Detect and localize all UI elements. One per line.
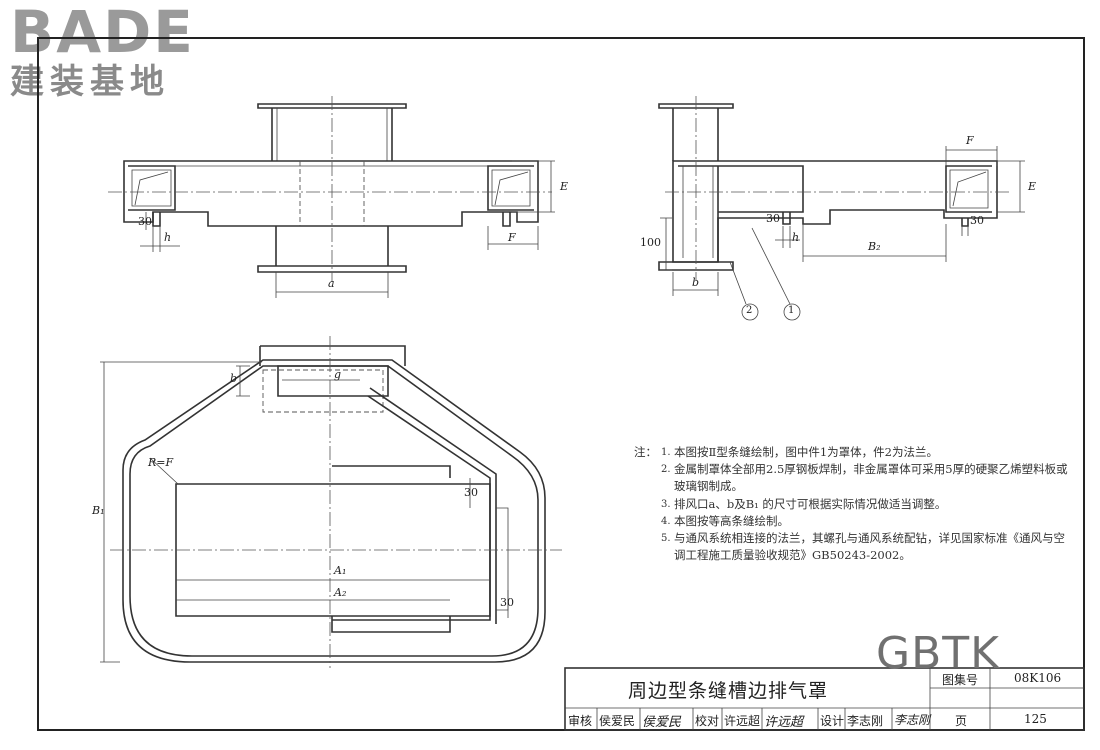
- part-balloon-2: 2: [746, 305, 753, 316]
- label-A2: A₂: [334, 586, 347, 599]
- title-block: [564, 667, 1085, 731]
- label-30-side-a: 30: [766, 212, 780, 225]
- front-hood-body: [123, 160, 539, 227]
- label-30-side-b: 30: [970, 214, 984, 227]
- bade-logo-letters: BADE: [10, 0, 195, 66]
- label-F-side: F: [966, 134, 974, 147]
- designer-signature: 李志刚: [894, 713, 931, 727]
- label-b-side: b: [692, 276, 700, 289]
- label-E-front: E: [560, 180, 569, 193]
- front-view: [108, 96, 555, 298]
- reviewer-signature: 侯爱民: [642, 715, 682, 730]
- plan-outer-outline: [122, 359, 546, 663]
- review-label: 审核: [568, 714, 593, 728]
- note-item: 3.排风口a、b及B₁ 的尺寸可根据实际情况做适当调整。: [661, 496, 947, 511]
- check-label: 校对: [695, 714, 720, 728]
- plan-view: [100, 336, 562, 668]
- part-balloon-1: 1: [788, 305, 795, 316]
- note-item: 5.与通风系统相连接的法兰，其螺孔与通风系统配钻，详见国家标准《通风与空调工程施…: [661, 531, 1065, 563]
- atlas-label: 图集号: [942, 673, 979, 687]
- label-h-front: h: [164, 231, 172, 244]
- label-30-plan-b: 30: [500, 596, 514, 609]
- note-item: 4.本图按等高条缝绘制。: [661, 513, 789, 528]
- label-a: a: [328, 277, 335, 290]
- label-100: 100: [640, 236, 661, 249]
- label-RF: R=F: [148, 456, 174, 469]
- design-label: 设计: [820, 714, 845, 728]
- label-g: g: [334, 368, 342, 381]
- checker-signature: 许远超: [764, 715, 804, 730]
- side-view: [658, 96, 1025, 321]
- side-top-flange: [658, 103, 734, 109]
- front-top-flange: [257, 103, 407, 109]
- label-30-plan-a: 30: [464, 486, 478, 499]
- gbtk-watermark: GBTK: [876, 628, 1001, 679]
- label-b-plan: b: [230, 372, 238, 385]
- label-B1: B₁: [92, 504, 105, 517]
- designer-name: 李志刚: [847, 714, 884, 728]
- bade-logo-subtitle: 建装基地: [10, 62, 170, 102]
- notes-block: 注： 1.本图按Ⅱ型条缝绘制，图中件1为罩体，件2为法兰。 2.金属制罩体全部用…: [634, 444, 1074, 564]
- checker-name: 许远超: [724, 714, 761, 728]
- label-B2: B₂: [868, 240, 881, 253]
- bade-watermark: BADE 建装基地: [10, 2, 215, 107]
- page-number: 125: [1024, 712, 1047, 726]
- reviewer-name: 侯爱民: [599, 714, 636, 728]
- note-item: 1.本图按Ⅱ型条缝绘制，图中件1为罩体，件2为法兰。: [661, 445, 938, 459]
- drawing-frame: [37, 37, 1085, 731]
- label-E-side: E: [1028, 180, 1037, 193]
- label-30-front: 30: [138, 215, 152, 228]
- label-A1: A₁: [334, 564, 347, 577]
- note-item: 2.金属制罩体全部用2.5厚钢板焊制，非金属罩体可采用5厚的硬聚乙烯塑料板或玻璃…: [661, 462, 1068, 494]
- label-F-front: F: [508, 231, 516, 244]
- atlas-number: 08K106: [1014, 671, 1062, 685]
- label-h-side: h: [792, 231, 800, 244]
- drawing-title: 周边型条缝槽边排气罩: [628, 680, 829, 702]
- notes-heading: 注：: [634, 445, 657, 459]
- page-label: 页: [955, 714, 968, 728]
- front-bottom-flange: [257, 265, 407, 273]
